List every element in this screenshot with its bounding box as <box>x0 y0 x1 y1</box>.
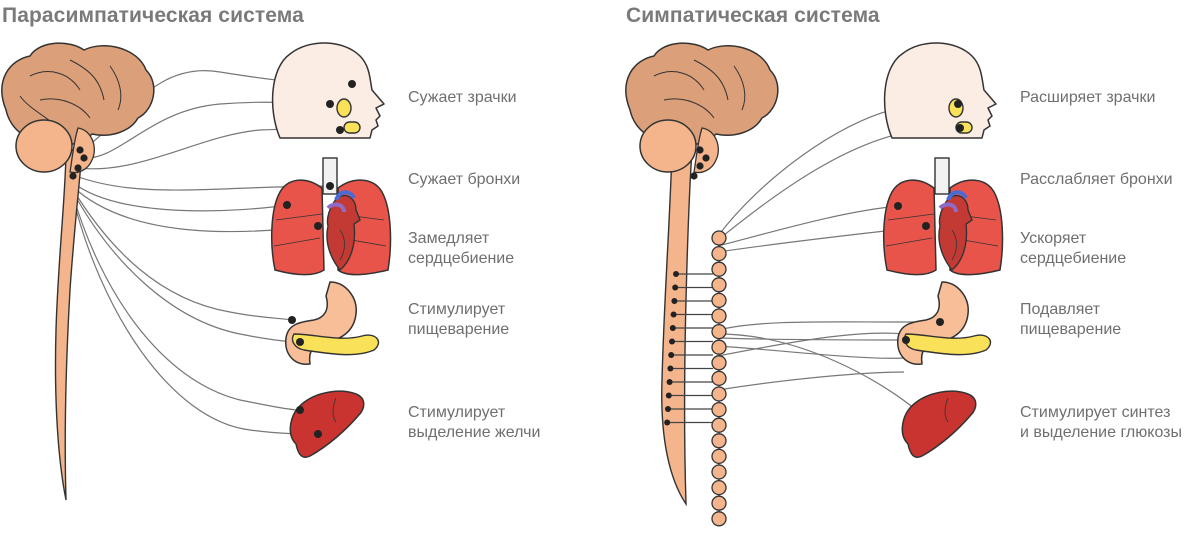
ganglion-node <box>711 308 727 324</box>
spinal-node <box>664 419 671 426</box>
ganglion-node <box>711 386 727 402</box>
spinal-node <box>668 352 675 358</box>
ganglion-node <box>711 479 727 496</box>
ganglion-node <box>711 370 727 387</box>
sympathetic-panel <box>625 42 1005 527</box>
ganglion-node <box>711 417 727 433</box>
ganglion-node <box>711 292 727 309</box>
ganglion-node <box>711 355 727 371</box>
ganglion-node <box>711 230 727 246</box>
symp-effect-bronchi: Расслабляет бронхи <box>1020 171 1173 188</box>
ganglion-node <box>711 245 727 262</box>
symp-effect-pupils: Расширяет зрачки <box>1020 89 1156 106</box>
parasympathetic-panel <box>1 42 393 501</box>
para-stomach <box>284 281 380 365</box>
para-head <box>271 42 385 139</box>
sympathetic-title: Симпатическая система <box>626 4 880 27</box>
para-organ-nodes <box>283 80 356 438</box>
spinal-node <box>669 325 676 331</box>
symp-liver <box>901 390 977 459</box>
symp-brainstem-nodes <box>690 146 710 180</box>
spinal-node <box>671 298 678 304</box>
ganglion-node <box>711 433 727 449</box>
para-effect-bronchi: Сужает бронхи <box>408 171 521 188</box>
symp-head <box>883 42 997 139</box>
para-brainstem-nodes <box>69 146 88 180</box>
symp-organ-nodes <box>894 100 964 344</box>
para-brain <box>1 42 155 501</box>
ganglion-node <box>711 261 727 277</box>
para-liver <box>289 390 365 459</box>
symp-effect-digestion: Подавляет пищеварение <box>1020 301 1122 338</box>
symp-brain <box>625 42 779 174</box>
spinal-node <box>670 311 677 318</box>
symp-spinal-cord <box>661 149 693 507</box>
ganglion-node <box>711 511 727 527</box>
ganglion-node <box>711 339 727 355</box>
para-effect-bile: Стимулирует выделение желчи <box>408 404 541 441</box>
para-effect-digestion: Стимулирует пищеварение <box>408 301 510 338</box>
ganglion-node <box>711 495 727 511</box>
symp-stomach <box>896 281 992 365</box>
ganglion-node <box>711 323 727 340</box>
symp-spinal-rungs <box>667 273 713 424</box>
symp-spinal-nodes <box>664 271 679 426</box>
spinal-node <box>669 338 675 345</box>
symp-ganglion-chain <box>711 230 727 527</box>
para-effect-heart: Замедляет сердцебиение <box>408 230 515 267</box>
symp-lungs-heart <box>881 156 1005 277</box>
symp-effect-glucose: Стимулирует синтез и выделение глюкозы <box>1020 404 1182 441</box>
spinal-node <box>673 271 679 277</box>
spinal-node <box>665 406 671 412</box>
spinal-node <box>665 392 672 399</box>
ganglion-node <box>711 401 727 418</box>
spinal-node <box>666 379 673 385</box>
para-effect-pupils: Сужает зрачки <box>408 89 517 106</box>
parasympathetic-title: Парасимпатическая система <box>2 4 304 27</box>
ganglion-node <box>711 277 727 293</box>
para-lungs-heart <box>269 156 393 277</box>
symp-effect-heart: Ускоряет сердцебиение <box>1020 230 1127 267</box>
spinal-node <box>667 365 674 372</box>
ganglion-node <box>711 448 727 465</box>
spinal-node <box>672 284 679 291</box>
ganglion-node <box>711 464 727 480</box>
